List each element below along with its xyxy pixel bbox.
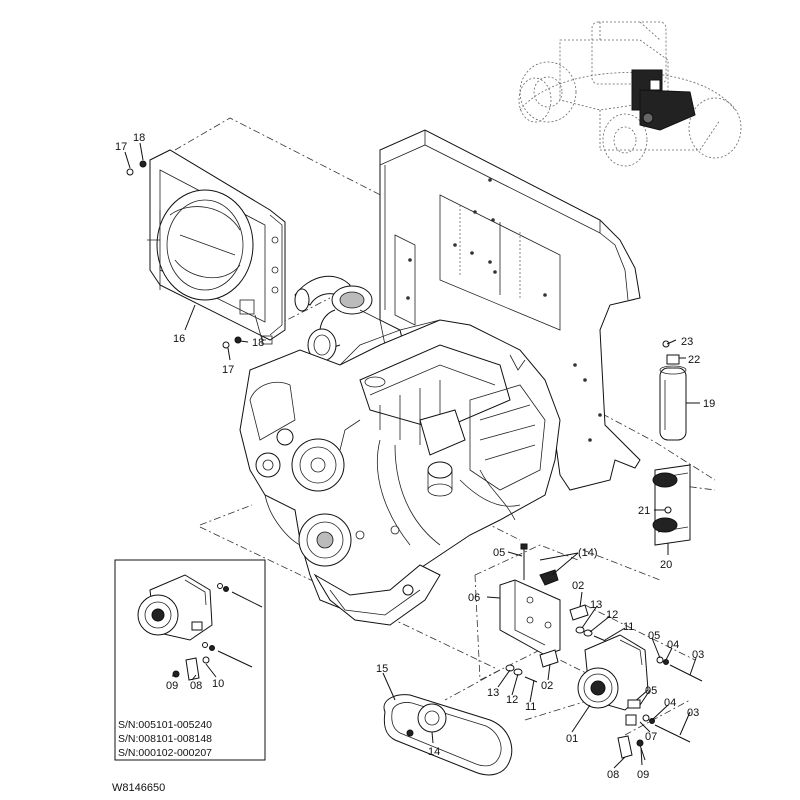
callout-08: 08 [190,680,202,692]
inset-alternator [137,574,213,641]
serial-number-notes: S/N:005101-005240 S/N:008101-008148 S/N:… [118,719,212,759]
callout-12: 12 [506,694,518,706]
callout-08: 08 [607,769,619,781]
callout-19: 19 [703,398,715,410]
long-bolt-05 [520,543,528,580]
callout-02: 02 [541,680,553,692]
alternator-bracket [499,569,561,656]
engine-assembly [239,319,561,626]
callout-11: 11 [623,621,634,633]
inset-bracket [172,656,210,681]
callout-22: 22 [688,354,700,366]
inset-bolts [202,583,263,668]
rear-frame-panel [379,129,641,491]
callout-03: 03 [687,707,699,719]
turbocharger-and-intake [294,275,386,362]
callout-17: 17 [222,364,234,376]
callout-05: 05 [648,630,660,642]
callout-07: 07 [645,731,657,743]
callout-15: 15 [376,663,388,675]
callout-16: 16 [173,333,185,345]
fasteners-17-18 [126,160,242,349]
callout-02: 02 [572,580,584,592]
radiator-cooler-assembly [147,149,286,345]
callout-21: 21 [638,505,650,517]
callout-01: 01 [566,733,578,745]
serial-note-1: S/N:005101-005240 [118,719,212,731]
leader-lines [124,142,700,769]
alternator-assembly [577,634,649,726]
callout-03: 03 [692,649,704,661]
bracket-08-and-bolt-09 [617,735,646,761]
callout-labels: 17 18 16 17 18 23 22 19 21 20 05 (14) 06… [115,132,715,781]
tractor-locator-illustration [518,21,742,167]
callout-14: (14) [578,547,598,559]
drive-belt [383,694,513,776]
callout-09: 09 [637,769,649,781]
callout-13: 13 [487,687,499,699]
serial-note-3: S/N:000102-000207 [118,747,212,759]
callout-09: 09 [166,680,178,692]
callout-17: 17 [115,141,127,153]
callout-04: 04 [667,639,679,651]
fuel-filter-assembly [659,340,687,441]
callout-13: 13 [590,599,602,611]
callout-11: 11 [525,701,536,713]
drawing-code: W8146650 [112,782,165,794]
callout-05: 05 [645,685,657,697]
callout-05: 05 [493,547,505,559]
callout-18: 18 [133,132,145,144]
locator-engine-highlight [631,69,696,131]
filter-mounting-bracket [652,464,691,546]
callout-04: 04 [664,697,676,709]
callout-20: 20 [660,559,672,571]
callout-18: 18 [252,337,264,349]
callout-14: 14 [428,746,440,758]
callout-10: 10 [212,678,224,690]
callout-12: 12 [606,609,618,621]
serial-note-2: S/N:008101-008148 [118,733,212,745]
callout-06: 06 [468,592,480,604]
spacer-parts [505,604,609,683]
belt-tensioner-pulley [406,703,447,737]
serial-variant-inset [114,559,266,761]
callout-23: 23 [681,336,693,348]
bolt-03-upper [656,656,703,682]
bolt-03-lower [642,714,691,743]
